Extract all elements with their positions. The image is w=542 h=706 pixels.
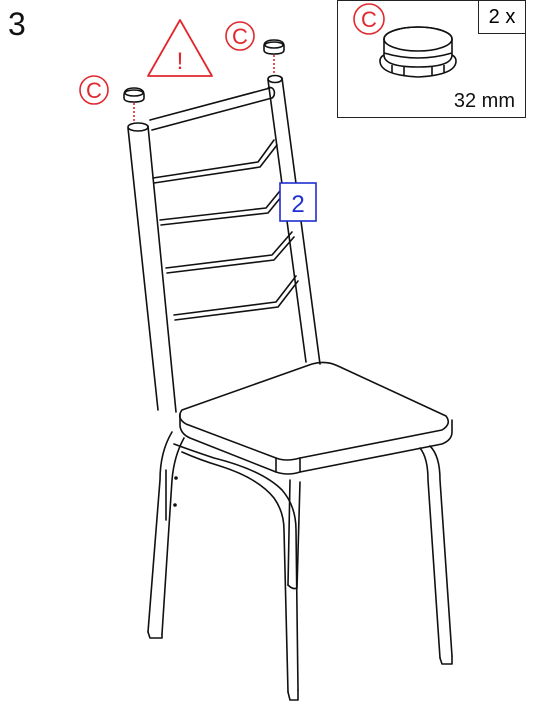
callout-right-c: C xyxy=(225,21,255,51)
right-cap-letter: C xyxy=(232,24,248,49)
end-cap-icon: C xyxy=(353,3,457,78)
seat xyxy=(178,361,453,475)
warning-symbol: ! xyxy=(177,48,184,75)
right-end-cap xyxy=(263,39,285,75)
warning-triangle-icon: ! xyxy=(147,19,213,77)
back-slats xyxy=(152,139,299,321)
left-end-cap xyxy=(123,87,145,122)
chair-drawing xyxy=(127,74,453,701)
slat-reference-number: 2 xyxy=(291,191,304,218)
part-detail-box: C 2 x 32 mm xyxy=(337,0,526,118)
quantity-box: 2 x xyxy=(478,0,526,34)
callout-left-c: C xyxy=(79,75,109,105)
step-number: 3 xyxy=(8,6,26,42)
left-cap-letter: C xyxy=(86,78,102,103)
slat-reference-label: 2 xyxy=(279,182,317,222)
detail-part-letter: C xyxy=(361,7,377,32)
part-size-label: 32 mm xyxy=(453,90,515,112)
legs xyxy=(147,431,453,701)
